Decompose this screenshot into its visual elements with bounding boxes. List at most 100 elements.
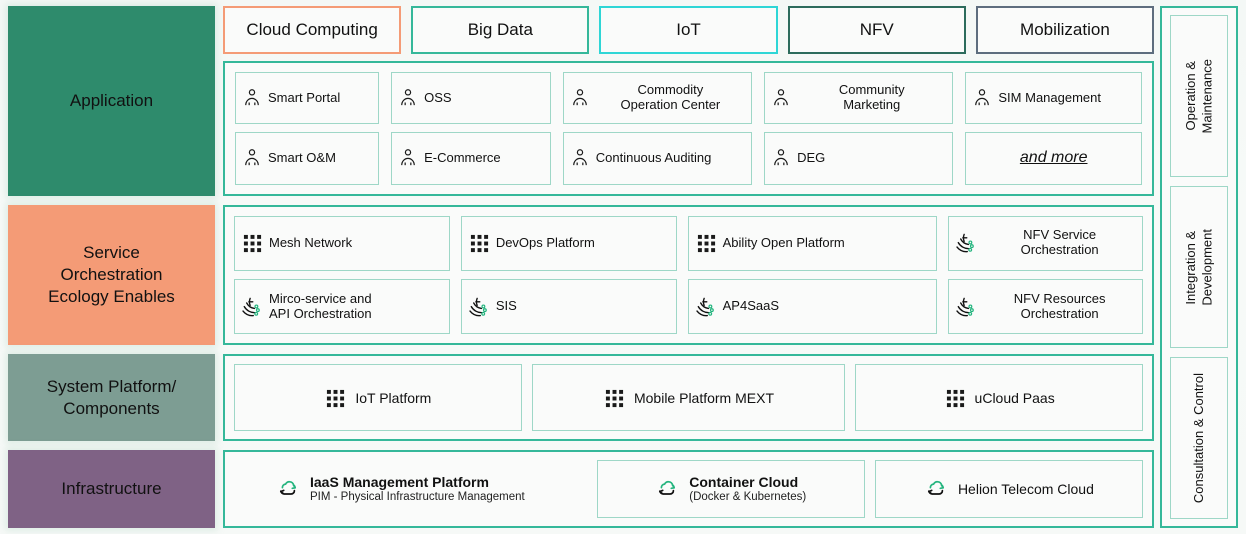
person-icon	[572, 89, 587, 106]
item-label: OSS	[424, 89, 452, 105]
sidebar-item-label: Integration & Development	[1182, 228, 1214, 306]
item-label: Smart O&M	[268, 149, 336, 165]
application-tab-nfv[interactable]: NFV	[787, 6, 966, 54]
system-platform-layer-row: System Platform/ Components IoT Platform…	[8, 354, 1154, 442]
application-item[interactable]: DEG	[764, 132, 954, 185]
item-label: Mesh Network	[269, 234, 353, 250]
item-label: IoT Platform	[355, 389, 432, 406]
item-label: NFV Service Orchestration	[1020, 227, 1099, 258]
person-icon	[774, 89, 788, 106]
item-label: AP4SaaS	[722, 298, 780, 314]
orchestration-icon	[242, 297, 260, 316]
service-item[interactable]: NFV Service Orchestration	[948, 215, 1143, 271]
application-items-panel: Smart Portal OSS Commodity Operation Cente…	[223, 61, 1154, 196]
service-item[interactable]: DevOps Platform	[460, 215, 677, 271]
system-platform-layer-label: System Platform/ Components	[8, 354, 215, 442]
application-item[interactable]: E-Commerce	[391, 132, 551, 185]
service-item[interactable]: Mirco-service and API Orchestration	[234, 278, 450, 335]
item-label: SIS	[495, 298, 517, 314]
item-label: Commodity Operation Center	[620, 82, 721, 113]
tab-label: IoT	[676, 20, 701, 39]
item-label: NFV Resources Orchestration	[1013, 290, 1106, 321]
system-platform-item[interactable]: IoT Platform	[234, 364, 522, 432]
grid-dots-icon	[605, 389, 624, 407]
grid-dots-icon	[946, 389, 964, 407]
infrastructure-item-title: IaaS Management Platform	[310, 473, 489, 490]
service-item[interactable]: SIS	[460, 278, 677, 335]
service-item[interactable]: Mesh Network	[234, 215, 450, 271]
item-label: Mobile Platform MEXT	[633, 389, 775, 406]
sidebar-item-label: Operation & Maintenance	[1182, 58, 1214, 134]
item-label: Mirco-service and API Orchestration	[269, 290, 372, 321]
application-tab-mobilization[interactable]: Mobilization	[975, 6, 1155, 54]
orchestration-icon	[695, 297, 714, 316]
system-platform-layer-body: IoT Platform Mobile Platform MEXT uCloud P…	[223, 354, 1154, 442]
application-item[interactable]: Continuous Auditing	[562, 132, 753, 185]
infrastructure-item[interactable]: Helion Telecom Cloud	[874, 460, 1143, 518]
application-layer-body: Cloud Computing Big Data IoT NFV Mobilizatio…	[223, 6, 1155, 196]
grid-dots-icon	[243, 235, 262, 253]
cloud-sync-icon	[659, 481, 676, 495]
application-layer-label: Application	[8, 6, 215, 196]
cloud-sync-icon	[279, 481, 297, 495]
application-item[interactable]: Smart O&M	[235, 132, 380, 185]
sidebar-item-integration-development[interactable]: Integration & Development	[1170, 186, 1228, 348]
sidebar-item-operation-maintenance[interactable]: Operation & Maintenance	[1170, 15, 1228, 177]
application-layer-row: Application Cloud Computing Big Data IoT NF…	[8, 6, 1155, 196]
service-item[interactable]: Ability Open Platform	[687, 215, 938, 271]
person-icon	[774, 149, 788, 166]
item-label: SIM Management	[998, 89, 1101, 105]
item-label: Smart Portal	[268, 89, 341, 105]
application-tab-iot[interactable]: IoT	[599, 6, 778, 54]
item-label: DEG	[797, 149, 826, 165]
infrastructure-item-text: Container Cloud(Docker & Kubernetes)	[689, 474, 806, 505]
service-item[interactable]: NFV Resources Orchestration	[948, 278, 1143, 335]
tab-label: Cloud Computing	[246, 20, 378, 39]
infrastructure-item-text: Helion Telecom Cloud	[958, 481, 1094, 498]
application-item[interactable]: and more	[965, 132, 1142, 185]
tab-label: Mobilization	[1020, 20, 1110, 39]
infrastructure-item-inner: Helion Telecom Cloud	[924, 477, 1094, 501]
system-platform-items-panel: IoT Platform Mobile Platform MEXT uCloud P…	[223, 354, 1154, 442]
infrastructure-item-title: Container Cloud	[689, 473, 799, 490]
item-label: uCloud Paas	[974, 389, 1055, 406]
person-icon	[975, 89, 990, 106]
orchestration-icon	[956, 297, 975, 316]
item-label: DevOps Platform	[495, 234, 595, 250]
layer-stack: Application Cloud Computing Big Data IoT NF…	[8, 6, 1155, 528]
application-domain-tabs: Cloud Computing Big Data IoT NFV Mobilizatio…	[223, 6, 1155, 54]
item-label: and more	[1019, 149, 1088, 167]
application-tab-big-data[interactable]: Big Data	[411, 6, 590, 54]
infrastructure-item[interactable]: Container Cloud(Docker & Kubernetes)	[596, 460, 865, 518]
infrastructure-item-subtitle: (Docker & Kubernetes)	[689, 490, 807, 503]
application-item[interactable]: Commodity Operation Center	[562, 72, 753, 125]
tab-label: NFV	[859, 20, 894, 39]
person-icon	[401, 89, 415, 106]
item-label: E-Commerce	[424, 149, 501, 165]
grid-dots-icon	[470, 235, 488, 253]
application-item[interactable]: Community Marketing	[764, 72, 954, 125]
sidebar-item-consultation-control[interactable]: Consultation & Control	[1170, 357, 1228, 519]
grid-dots-icon	[327, 389, 345, 407]
service-items-panel: Mesh Network DevOps Platform Ability Open …	[223, 204, 1154, 346]
person-icon	[401, 149, 415, 166]
application-item[interactable]: Smart Portal	[235, 72, 380, 125]
person-icon	[245, 89, 259, 106]
system-platform-item[interactable]: uCloud Paas	[855, 364, 1143, 432]
infrastructure-item-inner: Container Cloud(Docker & Kubernetes)	[655, 474, 806, 505]
sidebar-item-label: Consultation & Control	[1190, 372, 1206, 504]
application-item[interactable]: SIM Management	[965, 72, 1142, 125]
service-layer-row: Service Orchestration Ecology Enables Me…	[8, 204, 1154, 346]
application-tab-cloud-computing[interactable]: Cloud Computing	[223, 6, 402, 54]
system-platform-item[interactable]: Mobile Platform MEXT	[531, 364, 846, 432]
grid-dots-icon	[697, 235, 715, 253]
service-item[interactable]: AP4SaaS	[687, 278, 938, 335]
application-item[interactable]: OSS	[391, 72, 551, 125]
tab-label: Big Data	[467, 20, 533, 39]
orchestration-icon	[469, 297, 487, 316]
